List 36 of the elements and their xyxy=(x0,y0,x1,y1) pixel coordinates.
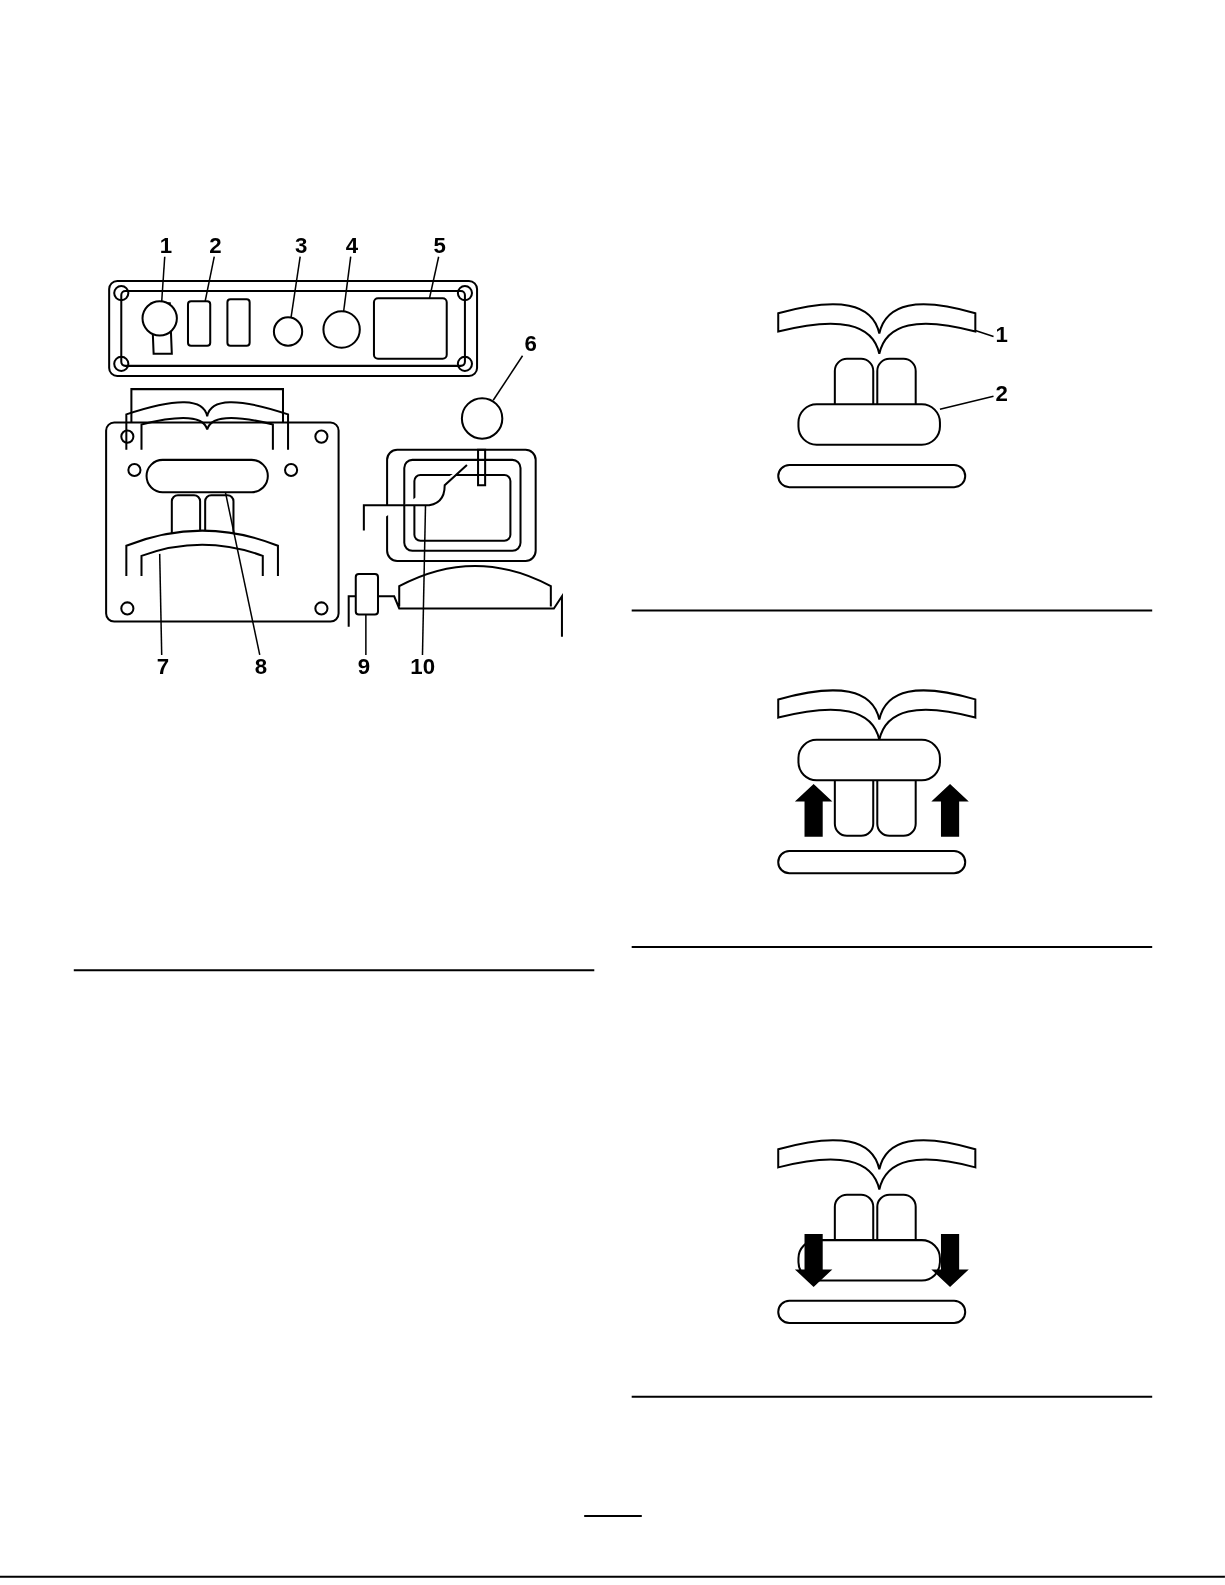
leader-line xyxy=(492,355,524,401)
lever-rod xyxy=(362,463,468,532)
callout-number: 1 xyxy=(159,234,173,257)
callout-number: 10 xyxy=(410,655,436,679)
choke-knob xyxy=(141,300,178,337)
lever-bar xyxy=(797,403,941,446)
callout-number: 2 xyxy=(995,383,1008,406)
callout-number: 7 xyxy=(156,655,170,679)
gauge xyxy=(322,310,361,349)
callout-number: 2 xyxy=(209,234,222,257)
callout-number: 9 xyxy=(357,655,371,679)
handle-bar xyxy=(125,529,279,578)
leader-line xyxy=(365,613,367,656)
lever-bar xyxy=(145,458,269,494)
leader-line xyxy=(428,255,440,299)
callout-number: 5 xyxy=(433,234,446,257)
leader-line xyxy=(421,504,427,656)
leader-line xyxy=(974,329,995,338)
leader-line xyxy=(342,255,352,313)
hour-meter xyxy=(372,297,448,360)
callout-number: 4 xyxy=(345,234,359,257)
key-switch xyxy=(272,316,304,347)
callout-number: 3 xyxy=(295,234,308,257)
toggle-switch xyxy=(187,300,212,347)
handle-bar xyxy=(777,303,977,355)
lever-knob xyxy=(460,397,504,440)
switch xyxy=(354,573,379,616)
leader-line xyxy=(204,255,216,302)
leader-line xyxy=(290,255,301,319)
callout-number: 6 xyxy=(524,332,537,355)
callout-number: 1 xyxy=(995,323,1008,346)
leader-line xyxy=(939,395,995,411)
leader-line xyxy=(224,491,261,656)
leader-line xyxy=(158,553,163,656)
leader-line xyxy=(160,255,166,302)
callout-number: 8 xyxy=(254,655,268,679)
